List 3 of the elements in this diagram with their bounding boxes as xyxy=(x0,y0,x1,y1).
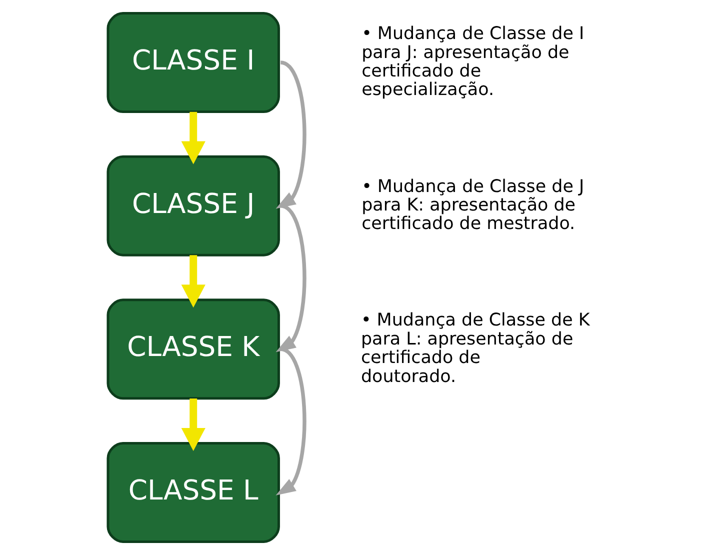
label: • Mudança de Classe de J para K: apresentação de certificado de mestrado. xyxy=(361,176,584,234)
label: • Mudança de Classe de I para J: apresentação de certificado de especialização. xyxy=(361,24,584,100)
label: • Mudança de Classe de K para L: apresentação de certificado de doutorado. xyxy=(360,310,590,387)
